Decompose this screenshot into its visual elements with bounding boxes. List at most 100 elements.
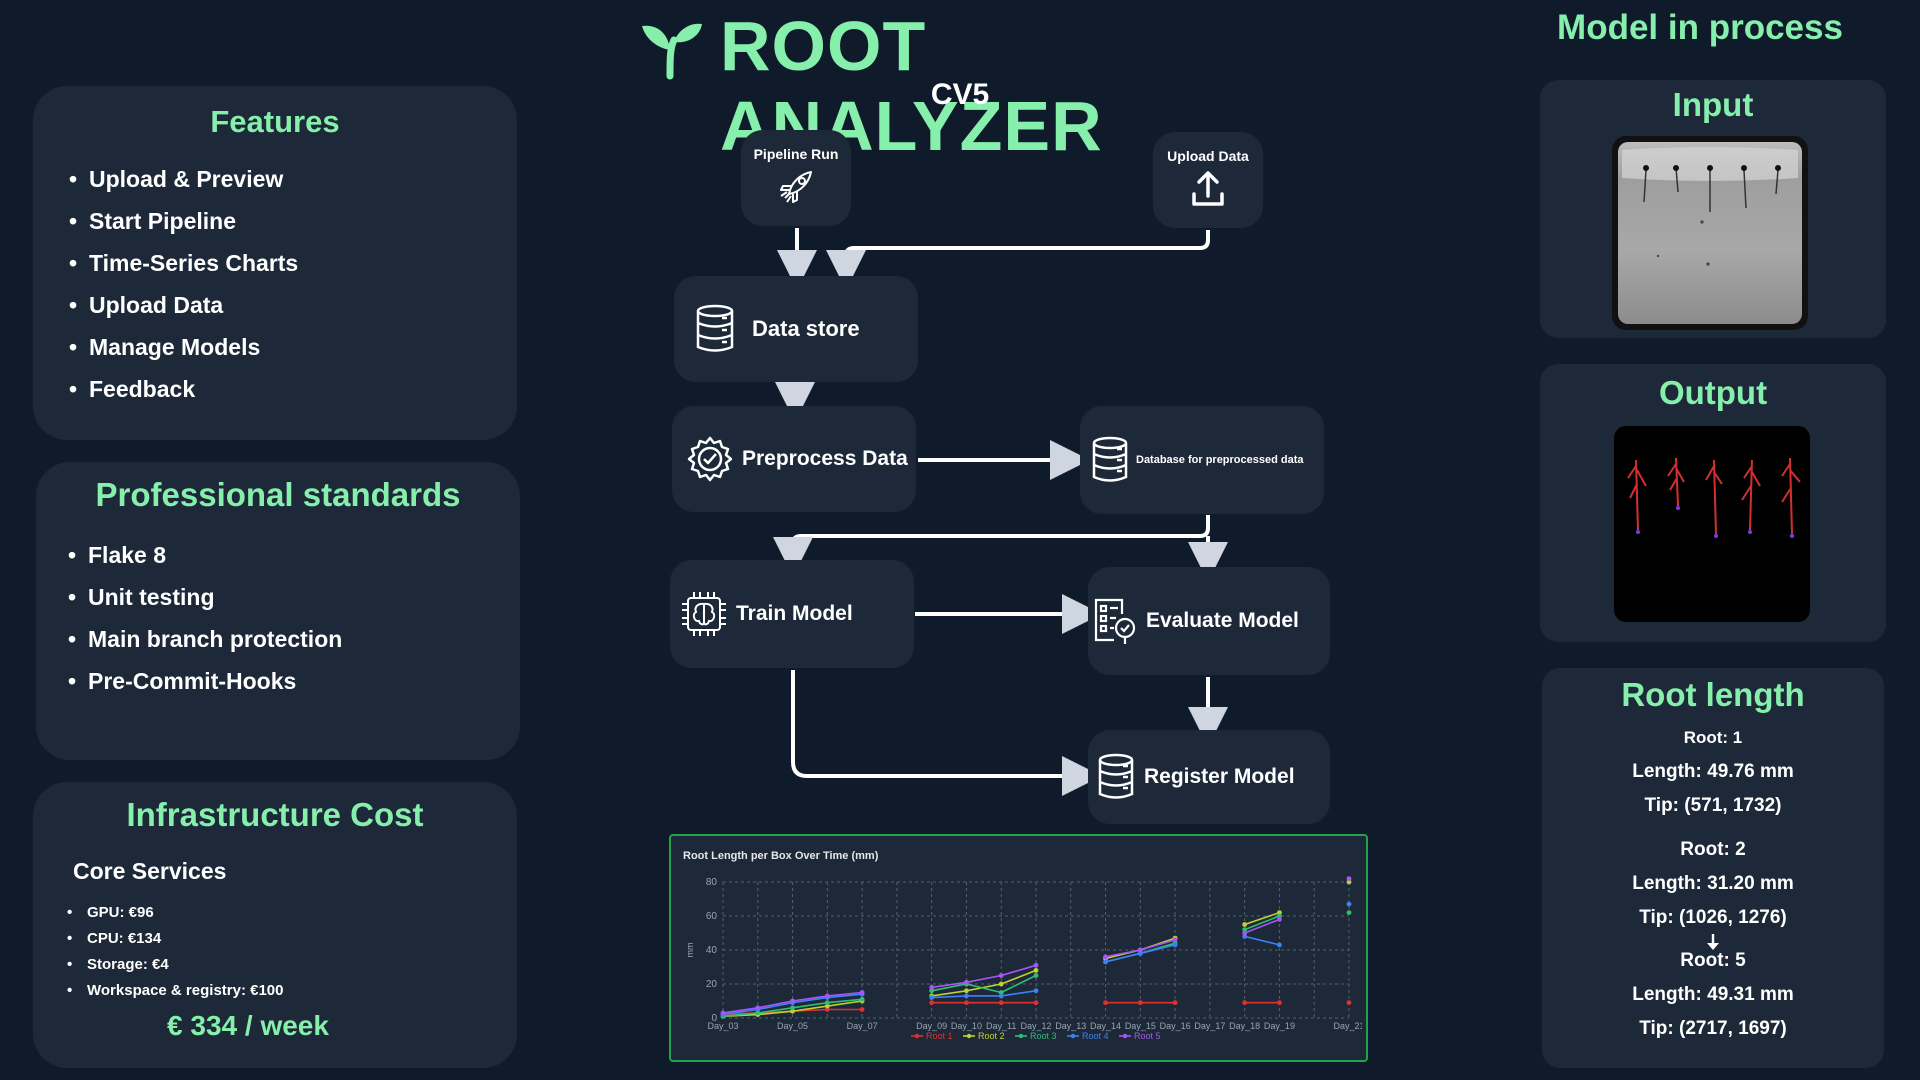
upload-data-node[interactable]: Upload Data bbox=[1153, 132, 1263, 228]
data-point bbox=[998, 981, 1004, 987]
x-tick-label: Day_05 bbox=[777, 1021, 808, 1031]
data-point bbox=[755, 1005, 761, 1011]
x-tick-label: Day_14 bbox=[1090, 1021, 1121, 1031]
data-store-node[interactable]: Data store bbox=[674, 276, 918, 382]
root-tip-value: Tip: (2717, 1697) bbox=[1639, 1018, 1787, 1039]
connector-train-to-register bbox=[791, 670, 1102, 796]
series-line bbox=[931, 990, 1037, 999]
x-tick-label: Day_17 bbox=[1194, 1021, 1225, 1031]
upload-data-label: Upload Data bbox=[1167, 148, 1249, 164]
data-point bbox=[1103, 954, 1108, 960]
list-item: Pre-Commit-Hooks bbox=[68, 660, 342, 702]
list-item: GPU: €96 bbox=[67, 900, 284, 926]
sprout-icon bbox=[642, 23, 702, 80]
chip-brain-icon bbox=[682, 592, 726, 636]
data-point bbox=[1103, 959, 1108, 965]
database-node[interactable]: Database for preprocessed data bbox=[1080, 406, 1324, 514]
list-item: Storage: €4 bbox=[67, 952, 284, 978]
data-point bbox=[755, 1010, 761, 1016]
y-tick-label: 40 bbox=[706, 945, 718, 956]
connector-db-loop bbox=[773, 515, 1210, 577]
standards-card: Professional standards Flake 8 Unit test… bbox=[36, 462, 520, 760]
infra-card: Infrastructure Cost Core Services GPU: €… bbox=[33, 782, 517, 1068]
input-title: Input bbox=[1672, 86, 1754, 123]
pipeline-run-node[interactable]: Pipeline Run bbox=[741, 130, 851, 226]
database-label: Database for preprocessed data bbox=[1136, 454, 1304, 466]
list-item: CPU: €134 bbox=[67, 926, 284, 952]
series-line bbox=[1244, 918, 1280, 934]
x-tick-label: Day_03 bbox=[707, 1021, 738, 1031]
list-item: Flake 8 bbox=[68, 534, 342, 576]
list-item: Start Pipeline bbox=[69, 200, 298, 242]
legend-label: Root 2 bbox=[978, 1031, 1005, 1041]
data-point bbox=[1346, 876, 1352, 881]
train-model-label: Train Model bbox=[736, 602, 853, 625]
data-point bbox=[1172, 937, 1178, 943]
data-point bbox=[929, 995, 935, 1000]
input-card: Input bbox=[1540, 80, 1886, 338]
legend-marker bbox=[966, 1033, 972, 1039]
database-icon bbox=[696, 304, 734, 352]
data-point bbox=[929, 1000, 935, 1006]
series-line bbox=[1244, 911, 1280, 926]
data-point bbox=[1033, 962, 1039, 968]
root-length-title: Root length bbox=[1621, 676, 1805, 713]
data-point bbox=[720, 1010, 726, 1016]
root-length-value: Length: 31.20 mm bbox=[1632, 873, 1794, 894]
upload-icon bbox=[1192, 171, 1224, 206]
x-tick-label: Day_13 bbox=[1055, 1021, 1086, 1031]
x-tick-label: Day_16 bbox=[1160, 1021, 1191, 1031]
train-model-node[interactable]: Train Model bbox=[670, 560, 914, 668]
series-line bbox=[1244, 935, 1280, 946]
data-point bbox=[1242, 922, 1248, 927]
root-mask-image bbox=[1627, 457, 1801, 538]
data-point bbox=[859, 1007, 865, 1012]
data-point bbox=[1033, 973, 1039, 978]
register-model-node[interactable]: Register Model bbox=[1088, 730, 1330, 824]
y-tick-label: 80 bbox=[706, 877, 718, 888]
rocket-icon bbox=[780, 171, 812, 203]
y-tick-label: 0 bbox=[711, 1013, 717, 1024]
database-icon bbox=[1092, 436, 1128, 482]
standards-title: Professional standards bbox=[95, 476, 461, 513]
preprocess-label: Preprocess Data bbox=[742, 447, 908, 470]
root-id: Root: 1 bbox=[1683, 728, 1743, 747]
x-tick-label: Day_19 bbox=[1264, 1021, 1295, 1031]
model-in-process-title: Model in process bbox=[1557, 8, 1843, 47]
root-length-value: Length: 49.76 mm bbox=[1632, 761, 1794, 782]
chart-title: Root Length per Box Over Time (mm) bbox=[683, 850, 879, 862]
list-item: Unit testing bbox=[68, 576, 342, 618]
legend-marker bbox=[1070, 1033, 1076, 1039]
data-point bbox=[998, 1000, 1004, 1006]
data-point bbox=[998, 993, 1004, 999]
data-point bbox=[1346, 910, 1352, 915]
data-point bbox=[1137, 951, 1143, 956]
preprocess-node[interactable]: Preprocess Data bbox=[672, 406, 916, 512]
data-point bbox=[1242, 927, 1248, 932]
infra-section-title: Core Services bbox=[73, 858, 227, 884]
data-point bbox=[1033, 968, 1039, 973]
data-point bbox=[964, 993, 969, 999]
features-card: Features Upload & Preview Start Pipeline… bbox=[33, 86, 517, 440]
root-id: Root: 2 bbox=[1680, 839, 1746, 860]
data-point bbox=[790, 1008, 795, 1014]
root-length-value: Length: 49.31 mm bbox=[1632, 984, 1794, 1005]
legend-marker bbox=[1122, 1033, 1128, 1039]
input-image bbox=[1612, 136, 1808, 330]
database-icon bbox=[1098, 753, 1134, 799]
app-title: ROOT ANALYZER bbox=[720, 7, 1103, 165]
data-point bbox=[964, 1000, 969, 1006]
header: ROOT ANALYZER CV5 bbox=[640, 6, 1280, 165]
evaluate-model-node[interactable]: Evaluate Model bbox=[1088, 567, 1330, 675]
list-item: Upload Data bbox=[69, 284, 298, 326]
data-point bbox=[1277, 910, 1282, 915]
infra-total: € 334 / week bbox=[167, 1010, 329, 1041]
root-tip-value: Tip: (571, 1732) bbox=[1644, 795, 1782, 816]
data-point bbox=[929, 985, 935, 990]
list-item: Workspace & registry: €100 bbox=[67, 978, 284, 1004]
data-point bbox=[859, 990, 865, 995]
data-point bbox=[1242, 934, 1248, 939]
root-tip-value: Tip: (1026, 1276) bbox=[1639, 907, 1787, 928]
data-point bbox=[998, 973, 1004, 978]
